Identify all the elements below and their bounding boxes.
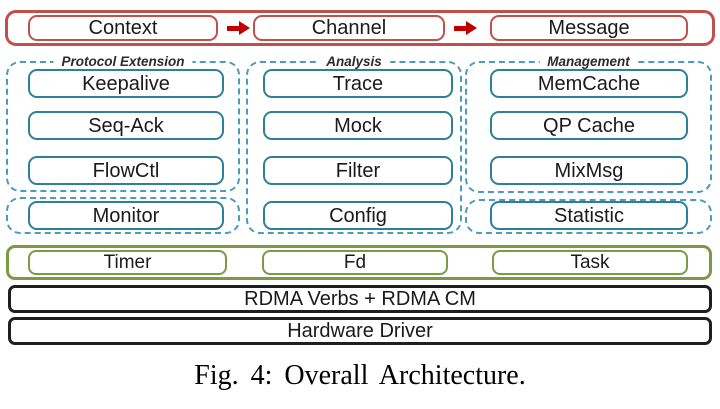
arrow-head (239, 21, 250, 35)
group-label: Management (539, 53, 638, 72)
message-box: Message (490, 15, 688, 41)
flow-arrow-icon (227, 21, 250, 35)
module-box-filter: Filter (263, 156, 453, 185)
arrow-head (466, 21, 477, 35)
module-box-keepalive: Keepalive (28, 69, 224, 98)
module-box-statistic: Statistic (490, 201, 688, 230)
module-box-mixmsg: MixMsg (490, 156, 688, 185)
runtime-band: Timer Fd Task (6, 245, 712, 280)
layer-rdma-verbs: RDMA Verbs + RDMA CM (8, 285, 712, 313)
module-box-memcache: MemCache (490, 69, 688, 98)
arrow-shaft (454, 25, 466, 31)
module-box-trace: Trace (263, 69, 453, 98)
module-box-timer: Timer (28, 250, 227, 275)
group-label: Protocol Extension (53, 53, 193, 72)
module-box-monitor: Monitor (28, 201, 224, 230)
group-label: Analysis (318, 53, 390, 72)
module-box-fd: Fd (262, 250, 448, 275)
module-box-task: Task (492, 250, 688, 275)
module-box-qp-cache: QP Cache (490, 111, 688, 140)
group-protocol-extension: Protocol Extension (6, 53, 240, 192)
channel-box: Channel (253, 15, 445, 41)
arrow-shaft (227, 25, 239, 31)
layer-hardware-driver: Hardware Driver (8, 317, 712, 345)
flow-arrow-icon (454, 21, 477, 35)
module-box-flowctl: FlowCtl (28, 156, 224, 185)
context-box: Context (28, 15, 218, 41)
group-management: Management (465, 53, 712, 193)
module-box-config: Config (263, 201, 453, 230)
group-analysis: Analysis (246, 53, 462, 234)
module-box-seq-ack: Seq-Ack (28, 111, 224, 140)
figure-caption: Fig. 4: Overall Architecture. (194, 360, 526, 391)
session-flow-band: Context Channel Message (5, 10, 715, 46)
module-box-mock: Mock (263, 111, 453, 140)
group-monitor-frame (6, 197, 240, 234)
group-statistic-frame (465, 199, 712, 234)
